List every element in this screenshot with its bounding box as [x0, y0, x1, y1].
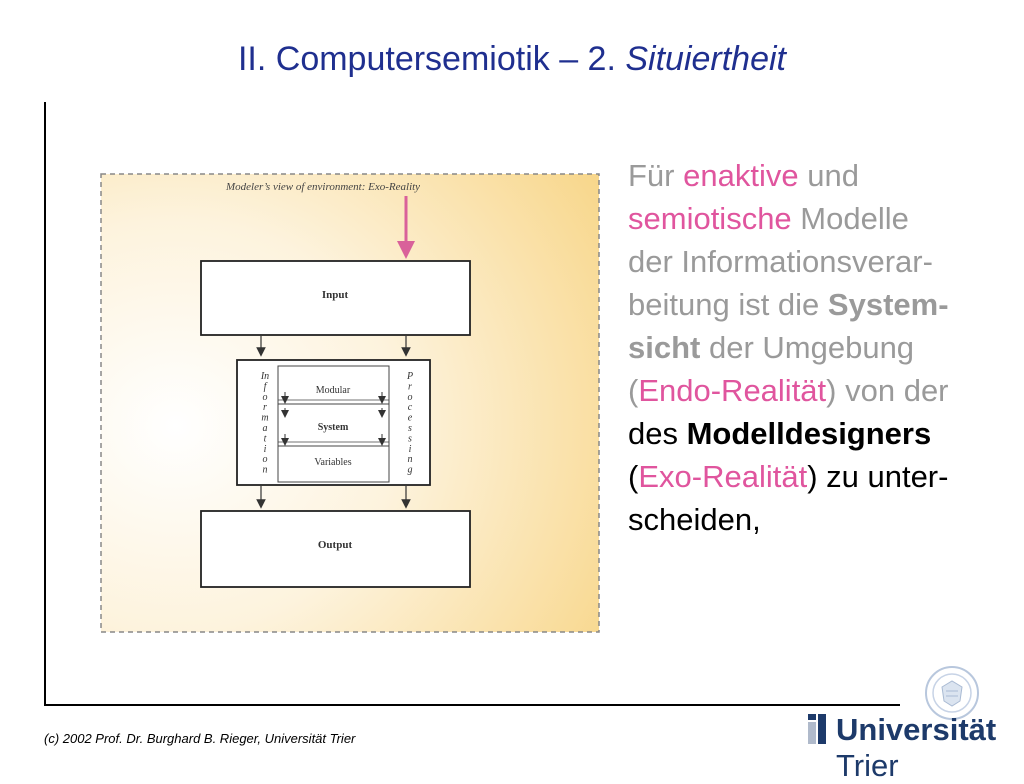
text-span: (	[628, 373, 639, 408]
right-letter: c	[408, 402, 413, 413]
right-letter: i	[409, 444, 412, 455]
copyright-footer: (c) 2002 Prof. Dr. Burghard B. Rieger, U…	[44, 731, 356, 746]
text-span: der Informationsverar-	[628, 244, 933, 279]
right-letter: e	[408, 413, 413, 424]
output-label: Output	[318, 539, 353, 551]
left-letter: i	[264, 444, 267, 455]
left-letter: o	[263, 392, 268, 403]
right-letter: s	[408, 423, 412, 434]
bottom-rule	[44, 704, 900, 706]
text-sicht: sicht	[628, 330, 701, 365]
university-wordmark: Universität Trier	[836, 712, 1024, 784]
right-letter: o	[408, 392, 413, 403]
body-text: Für enaktive und semiotische Modelle der…	[628, 154, 1018, 541]
text-span: Für	[628, 158, 684, 193]
left-letter: a	[263, 423, 268, 434]
text-span: der Umgebung	[700, 330, 915, 365]
left-letter: In	[260, 371, 269, 382]
system-label: System	[318, 422, 349, 433]
text-endo: Endo-Realität	[638, 373, 827, 408]
text-span: beitung ist die	[628, 287, 828, 322]
output-box	[200, 510, 471, 588]
right-letter: r	[408, 381, 412, 392]
text-enaktive: enaktive	[683, 158, 799, 193]
university-logo-icon	[808, 714, 826, 744]
slide-title: II. Computersemiotik – 2. Situiertheit	[0, 40, 1024, 79]
input-label: Input	[322, 289, 349, 301]
text-span: ) zu unter-	[807, 459, 949, 494]
modular-label: Modular	[316, 385, 351, 396]
text-modelldesigners: Modelldesigners	[686, 416, 932, 451]
left-rule	[44, 102, 46, 706]
left-letter: o	[263, 454, 268, 465]
text-span: Modelle	[791, 201, 909, 236]
right-letter: s	[408, 433, 412, 444]
left-letter: f	[264, 381, 268, 392]
diagram-header: Modeler’s view of environment: Exo-Reali…	[225, 181, 420, 193]
title-italic: Situiertheit	[625, 40, 786, 78]
text-system: System-	[827, 287, 949, 322]
text-span: (	[628, 459, 639, 494]
university-name: Universität	[836, 712, 997, 747]
input-box	[200, 260, 471, 336]
text-semiotische: semiotische	[628, 201, 792, 236]
title-main: II. Computersemiotik – 2.	[237, 40, 626, 78]
right-letter: P	[406, 371, 413, 382]
text-exo: Exo-Realität	[638, 459, 808, 494]
text-span: ) von der	[826, 373, 949, 408]
inner-system-box	[277, 365, 390, 483]
text-span: scheiden,	[628, 502, 761, 537]
left-letter: n	[263, 465, 268, 476]
left-letter: r	[263, 402, 267, 413]
information-letters: Information	[260, 371, 269, 476]
right-letter: g	[408, 465, 413, 476]
text-span: des	[628, 416, 687, 451]
university-city: Trier	[836, 748, 899, 783]
right-letter: n	[408, 454, 413, 465]
text-span: und	[798, 158, 859, 193]
left-letter: t	[264, 433, 267, 444]
left-letter: m	[261, 413, 268, 424]
system-diagram: Modeler’s view of environment: Exo-Reali…	[100, 173, 600, 633]
variables-label: Variables	[314, 457, 351, 468]
university-seal-icon	[925, 666, 979, 720]
